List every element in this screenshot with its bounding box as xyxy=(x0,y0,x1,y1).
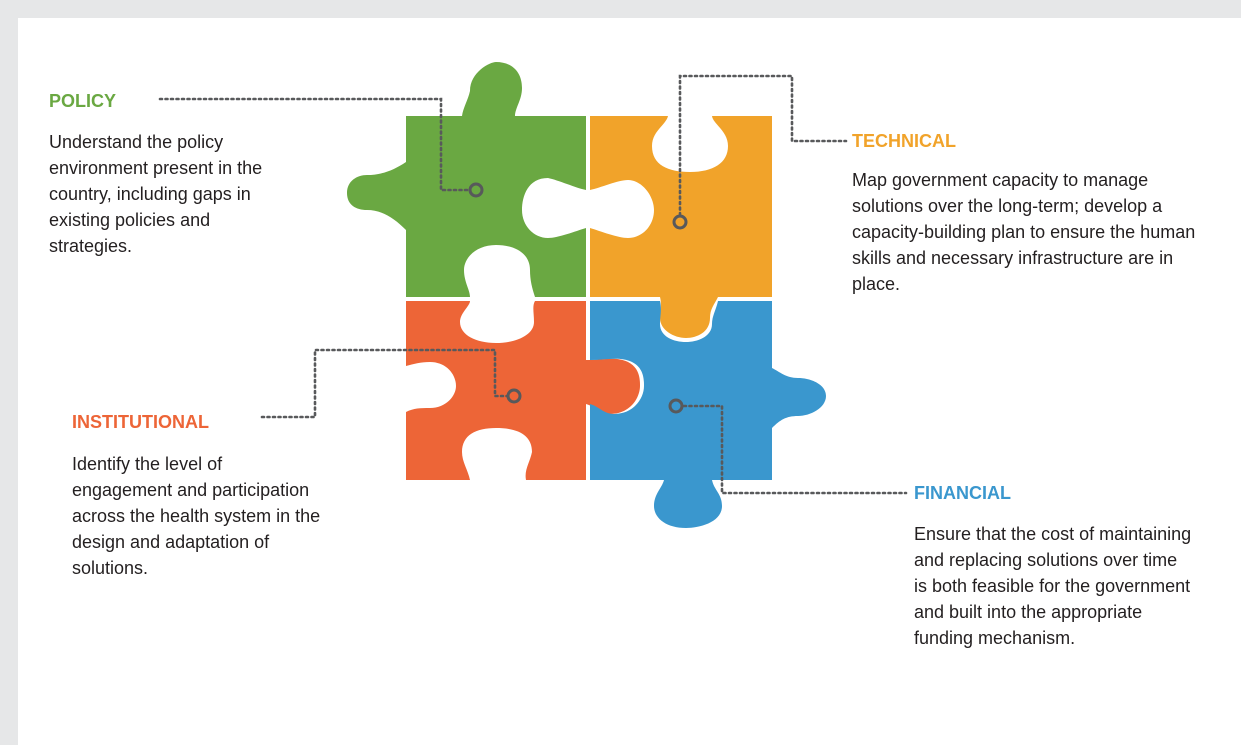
institutional-connector-node xyxy=(506,388,522,404)
technical-title: TECHNICAL xyxy=(852,131,956,151)
financial-connector-node xyxy=(668,398,684,414)
technical-connector xyxy=(678,74,848,217)
financial-connector xyxy=(682,404,908,495)
institutional-description: Identify the level of engagement and par… xyxy=(72,454,321,578)
financial-puzzle-piece xyxy=(590,301,826,528)
institutional-puzzle-piece xyxy=(406,301,640,480)
policy-title: POLICY xyxy=(49,91,117,111)
institutional-title: INSTITUTIONAL xyxy=(72,412,209,432)
institutional-connector xyxy=(260,348,509,419)
policy-connector xyxy=(158,97,471,192)
financial-title: FINANCIAL xyxy=(914,483,1011,503)
technical-description: Map government capacity to manage soluti… xyxy=(852,170,1196,294)
policy-puzzle-piece xyxy=(347,62,586,297)
technical-connector-node xyxy=(672,214,688,230)
policy-description: Understand the policy environment presen… xyxy=(49,132,263,256)
financial-description: Ensure that the cost of maintaining and … xyxy=(914,524,1192,648)
policy-connector-node xyxy=(468,182,484,198)
